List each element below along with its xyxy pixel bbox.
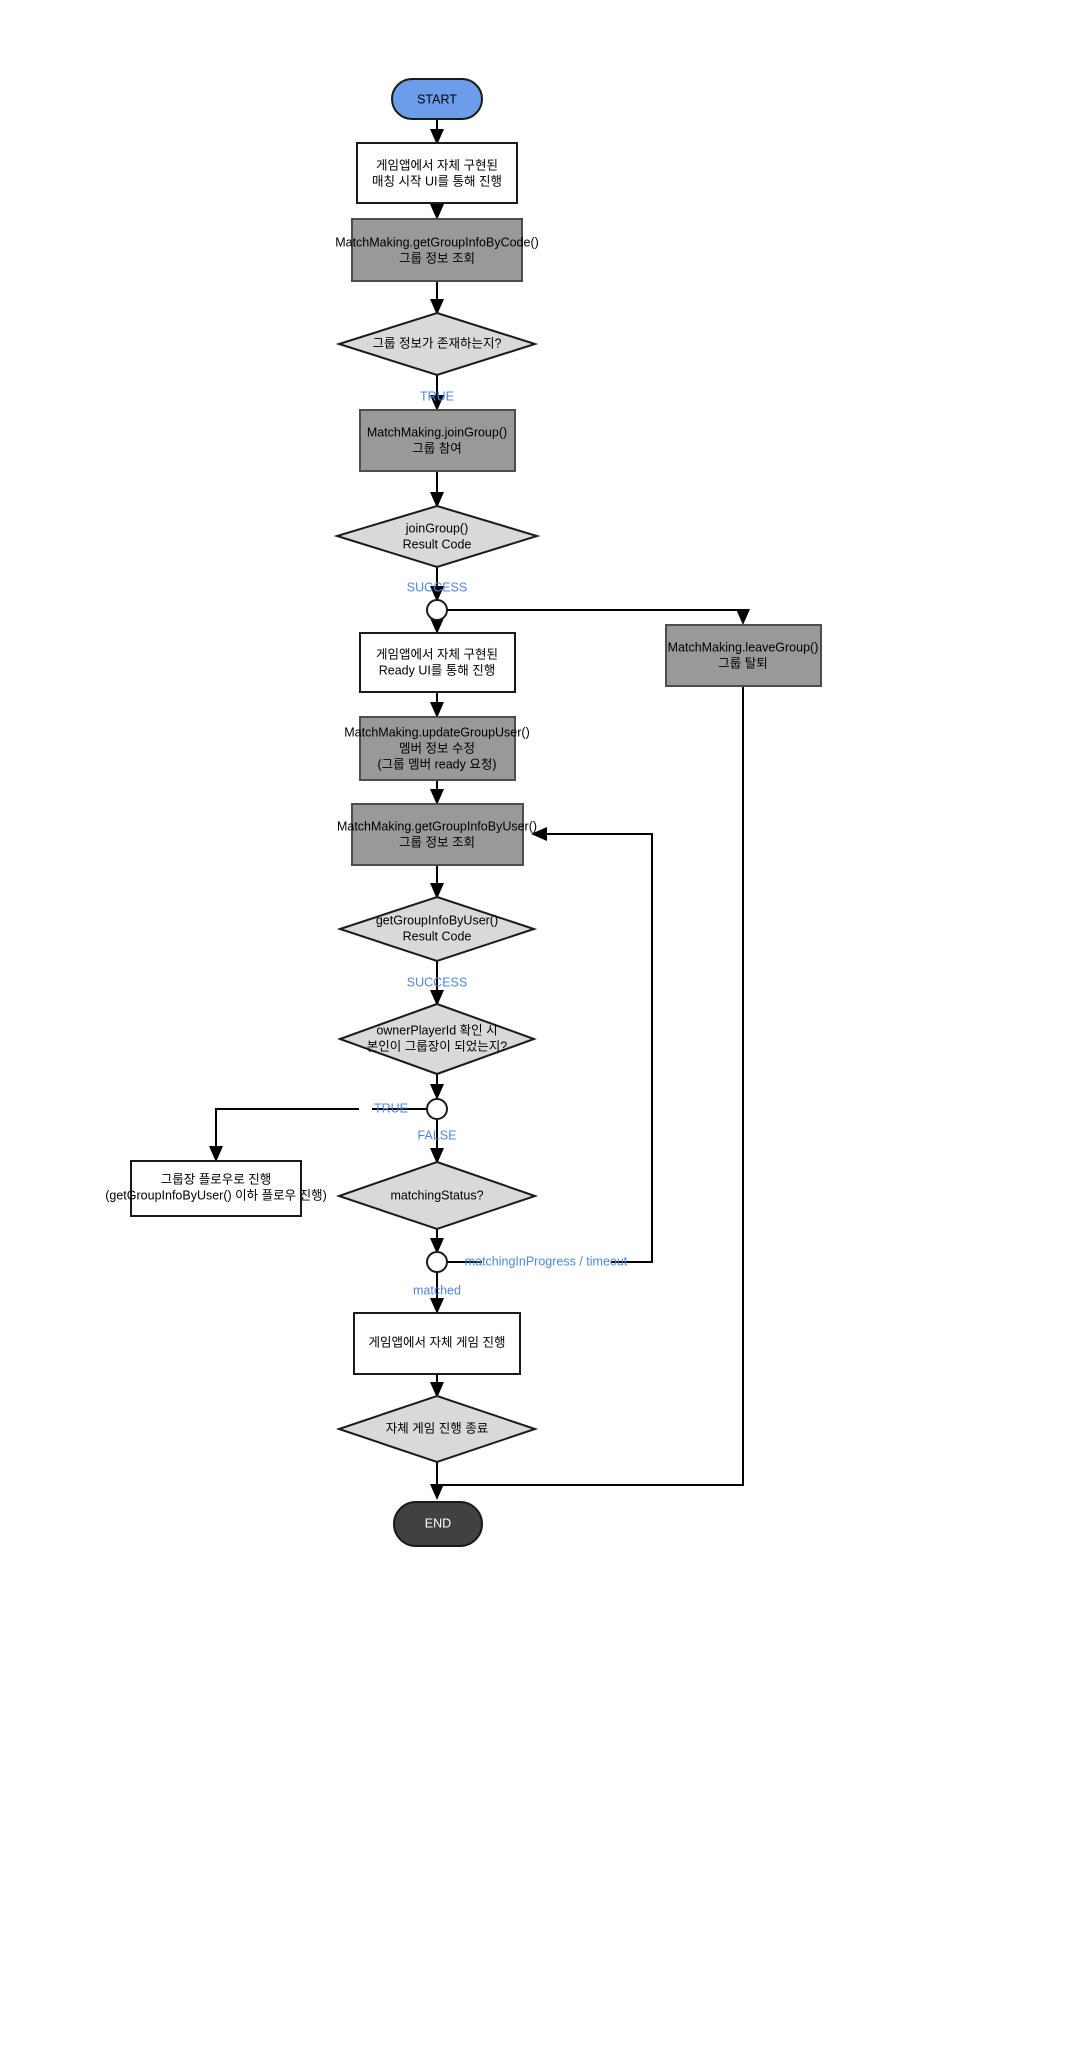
edges	[216, 119, 750, 1500]
node-junction-owner[interactable]	[426, 1098, 448, 1120]
start-label: START	[417, 92, 457, 106]
joingroup-line2: 그룹 참여	[412, 441, 461, 455]
leavegroup-shape	[665, 624, 822, 687]
label-owner-false: FALSE	[418, 1128, 457, 1142]
matching-ui-line2: 매칭 시작 UI를 통해 진행	[372, 173, 502, 188]
node-matching-ui[interactable]: 게임앱에서 자체 구현된 매칭 시작 UI를 통해 진행	[356, 142, 518, 204]
group-exists-shape	[335, 311, 539, 377]
node-owner-flow[interactable]: 그룹장 플로우로 진행 (getGroupInfoByUser() 이하 플로우…	[105, 1160, 327, 1217]
joingroup-line1: MatchMaking.joinGroup()	[367, 425, 507, 439]
node-matching-status[interactable]: matchingStatus?	[335, 1160, 539, 1231]
getinfobyuser-line1: MatchMaking.getGroupInfoByUser()	[337, 819, 537, 833]
node-join-group[interactable]: MatchMaking.joinGroup() 그룹 참여	[359, 409, 516, 472]
playgame-label: 게임앱에서 자체 게임 진행	[369, 1334, 506, 1349]
junction-success-shape	[426, 599, 448, 621]
ownercheck-line1: ownerPlayerId 확인 시	[376, 1023, 497, 1037]
getinfobyuser-result-shape	[336, 895, 538, 963]
label-joingroup-success: SUCCESS	[407, 580, 467, 594]
end-label: END	[425, 1516, 451, 1530]
edge-matched-junction-loopback	[447, 834, 653, 1263]
node-get-group-info-by-code[interactable]: MatchMaking.getGroupInfoByCode() 그룹 정보 조…	[335, 218, 539, 282]
matching-ui-shape	[356, 142, 518, 204]
updategroupuser-line1: MatchMaking.updateGroupUser()	[344, 725, 530, 739]
joingroup-result-line2: Result Code	[403, 537, 472, 551]
joingroup-result-line1: joinGroup()	[405, 521, 469, 535]
updategroupuser-line3: (그룹 멤버 ready 요청)	[377, 757, 496, 771]
readyui-shape	[359, 632, 516, 693]
getinfobyuser-result-line2: Result Code	[403, 929, 472, 943]
end-shape	[393, 1501, 483, 1547]
node-game-end[interactable]: 자체 게임 진행 종료	[335, 1394, 539, 1464]
node-get-group-info-by-user-result[interactable]: getGroupInfoByUser() Result Code	[336, 895, 538, 963]
node-update-group-user[interactable]: MatchMaking.updateGroupUser() 멤버 정보 수정 (…	[344, 716, 530, 781]
updategroupuser-shape	[359, 716, 516, 781]
label-matching-in-progress: matchingInProgress / timeout	[465, 1254, 628, 1268]
label-matched: matched	[413, 1283, 461, 1297]
edge-junction-to-leavegroup	[447, 609, 750, 625]
label-getinfobyuser-success: SUCCESS	[407, 975, 467, 989]
playgame-shape	[353, 1312, 521, 1375]
matchingstatus-label: matchingStatus?	[390, 1188, 483, 1202]
updategroupuser-line2: 멤버 정보 수정	[399, 741, 475, 755]
getinfobycode-line2: 그룹 정보 조회	[399, 251, 475, 265]
ownercheck-line2: 본인이 그룹장이 되었는지?	[367, 1039, 507, 1053]
node-get-group-info-by-user[interactable]: MatchMaking.getGroupInfoByUser() 그룹 정보 조…	[337, 803, 537, 866]
leavegroup-line1: MatchMaking.leaveGroup()	[668, 640, 819, 654]
edge-leavegroup-to-end	[437, 687, 744, 1486]
ownerflow-line1: 그룹장 플로우로 진행	[161, 1171, 271, 1186]
node-leave-group[interactable]: MatchMaking.leaveGroup() 그룹 탈퇴	[665, 624, 822, 687]
getinfobyuser-shape	[351, 803, 524, 866]
start-shape	[391, 78, 483, 120]
ownerflow-shape	[130, 1160, 302, 1217]
edge-ownerjunction-true-to-ownerflow	[216, 1108, 427, 1160]
node-start[interactable]: START	[391, 78, 483, 120]
junction-matched-shape	[426, 1251, 448, 1273]
node-end[interactable]: END	[393, 1501, 483, 1547]
readyui-line1: 게임앱에서 자체 구현된	[376, 647, 498, 661]
group-exists-label: 그룹 정보가 존재하는지?	[373, 336, 502, 350]
matching-ui-line1: 게임앱에서 자체 구현된	[376, 158, 498, 172]
node-play-game[interactable]: 게임앱에서 자체 게임 진행	[353, 1312, 521, 1375]
label-owner-true: TRUE	[374, 1101, 408, 1115]
getinfobyuser-line2: 그룹 정보 조회	[399, 835, 475, 849]
ownerflow-line2: (getGroupInfoByUser() 이하 플로우 진행)	[105, 1187, 327, 1202]
gameend-label: 자체 게임 진행 종료	[386, 1420, 488, 1435]
node-join-group-result[interactable]: joinGroup() Result Code	[333, 504, 541, 569]
joingroup-result-shape	[333, 504, 541, 569]
leavegroup-line2: 그룹 탈퇴	[718, 656, 767, 670]
node-junction-matched[interactable]	[426, 1251, 448, 1273]
node-junction-success[interactable]	[426, 599, 448, 621]
joingroup-shape	[359, 409, 516, 472]
readyui-line2: Ready UI를 통해 진행	[379, 662, 496, 677]
getinfobycode-shape	[351, 218, 523, 282]
gameend-shape	[335, 1394, 539, 1464]
matchingstatus-shape	[335, 1160, 539, 1231]
getinfobycode-line1: MatchMaking.getGroupInfoByCode()	[335, 235, 539, 249]
getinfobyuser-result-line1: getGroupInfoByUser()	[376, 913, 498, 927]
node-ready-ui[interactable]: 게임앱에서 자체 구현된 Ready UI를 통해 진행	[359, 632, 516, 693]
node-group-exists[interactable]: 그룹 정보가 존재하는지?	[335, 311, 539, 377]
ownercheck-shape	[337, 1002, 537, 1076]
node-owner-check[interactable]: ownerPlayerId 확인 시 본인이 그룹장이 되었는지?	[337, 1002, 537, 1076]
junction-owner-shape	[426, 1098, 448, 1120]
label-group-exists-true: TRUE	[420, 389, 454, 403]
